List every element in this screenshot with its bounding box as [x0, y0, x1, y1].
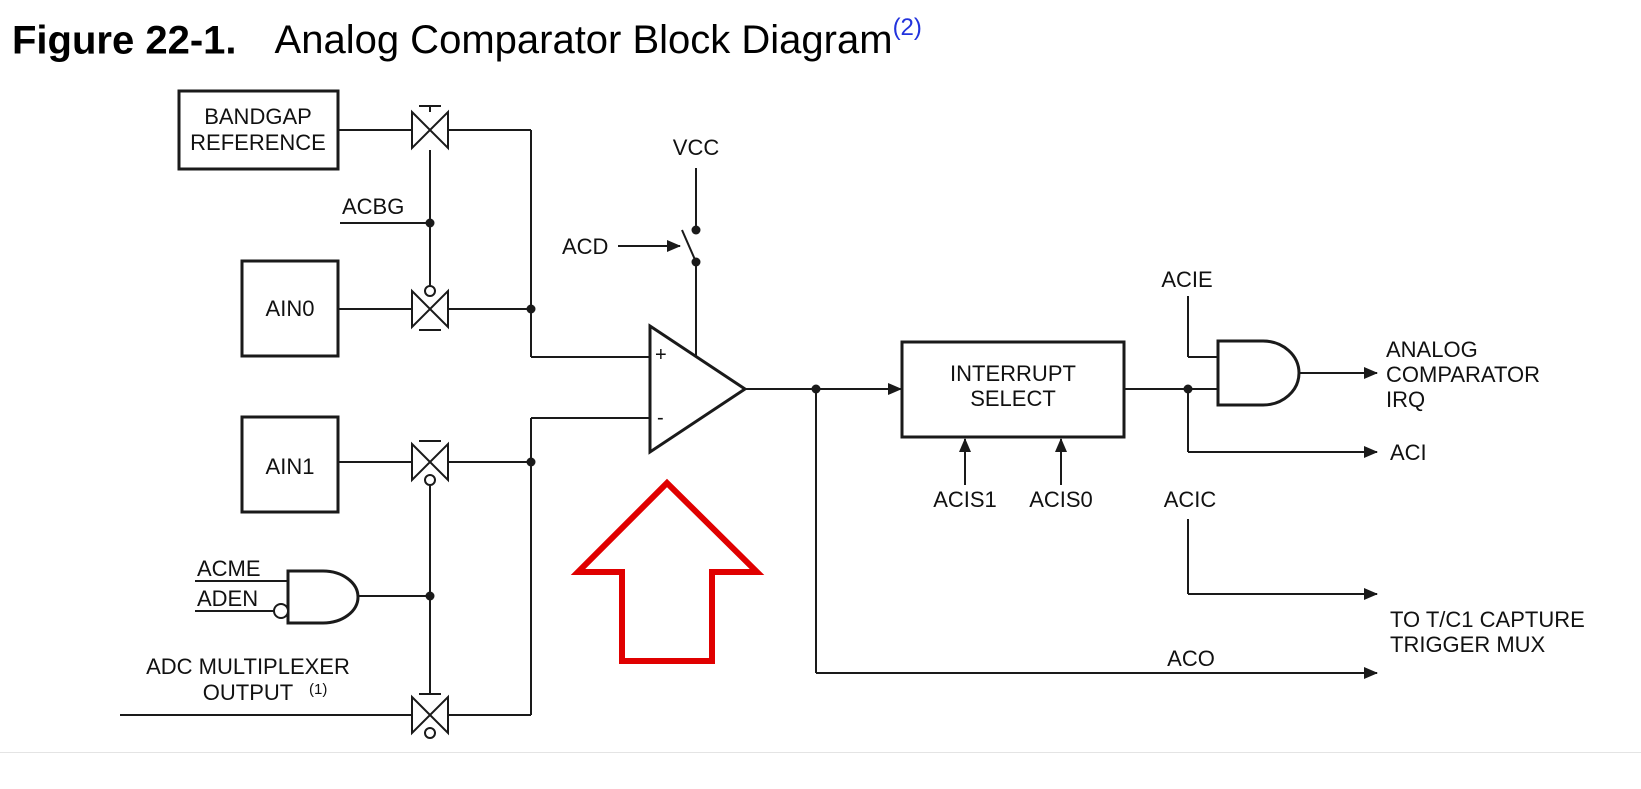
- acd-power-switch: VCC ACD: [562, 135, 719, 356]
- adc-mux-switch-icon: [411, 693, 449, 739]
- interrupt-select-block: INTERRUPT SELECT ACIS1 ACIS0: [900, 340, 1126, 512]
- tc1-label-line2: TRIGGER MUX: [1390, 632, 1546, 657]
- highlight-up-arrow-icon: [570, 478, 765, 664]
- comparator-amplifier: + -: [648, 323, 748, 455]
- comparator-output-wires: ACO: [745, 383, 1378, 679]
- bandgap-label-line2: REFERENCE: [190, 130, 326, 155]
- irq-and-gate: ACIE ANALOG COMPARATOR IRQ ACI: [1124, 267, 1540, 465]
- acis1-label: ACIS1: [933, 487, 997, 512]
- plus-input-sign: +: [655, 344, 667, 366]
- ain0-pin-block: AIN0: [240, 259, 340, 358]
- irq-label-line2: COMPARATOR: [1386, 362, 1540, 387]
- bandgap-switch-icon: [411, 105, 449, 151]
- bandgap-label-line1: BANDGAP: [204, 104, 312, 129]
- minus-input-sign: -: [657, 407, 664, 429]
- aci-label: ACI: [1390, 440, 1427, 465]
- figure-note-ref[interactable]: (2): [892, 14, 922, 41]
- aco-label: ACO: [1167, 646, 1215, 671]
- acic-label: ACIC: [1164, 487, 1217, 512]
- ain1-pin-block: AIN1: [240, 415, 340, 514]
- ain0-path-wires: [338, 304, 536, 314]
- irq-label-line1: ANALOG: [1386, 337, 1478, 362]
- adc-mux-label-line1: ADC MULTIPLEXER: [146, 654, 350, 679]
- acie-label: ACIE: [1161, 267, 1212, 292]
- irq-label-line3: IRQ: [1386, 387, 1425, 412]
- acme-aden-gate: ACME ADEN: [195, 556, 360, 625]
- tc1-label-line1: TO T/C1 CAPTURE: [1390, 607, 1585, 632]
- ain1-path-wires: [338, 417, 650, 715]
- figure-title: Figure 22-1. Analog Comparator Block Diag…: [12, 14, 922, 63]
- adc-mux-note: (1): [309, 681, 327, 698]
- acis0-label: ACIS0: [1029, 487, 1093, 512]
- figure-name: Analog Comparator Block Diagram: [274, 18, 893, 63]
- adc-mux-label-line2: OUTPUT: [203, 680, 293, 705]
- ain0-label: AIN0: [266, 296, 315, 321]
- page-divider: [0, 752, 1641, 753]
- acbg-control: ACBG: [340, 150, 435, 288]
- acbg-label: ACBG: [342, 194, 404, 219]
- acme-label: ACME: [197, 556, 261, 581]
- bandgap-path-wires: [338, 129, 650, 358]
- figure-number: Figure 22-1.: [12, 18, 237, 63]
- ain1-switch-icon: [411, 440, 449, 486]
- vcc-label: VCC: [673, 135, 720, 160]
- acd-label: ACD: [562, 234, 608, 259]
- bandgap-reference-block: BANDGAP REFERENCE: [177, 89, 340, 171]
- acic-capture-path: ACIC TO T/C1 CAPTURE TRIGGER MUX: [1164, 487, 1585, 657]
- aden-label: ADEN: [197, 586, 258, 611]
- interrupt-label-line2: SELECT: [970, 386, 1056, 411]
- ain1-label: AIN1: [266, 454, 315, 479]
- interrupt-label-line1: INTERRUPT: [950, 361, 1076, 386]
- ain0-switch-icon: [411, 285, 449, 331]
- adc-mux-path-wires: ADC MULTIPLEXER OUTPUT (1): [120, 484, 531, 716]
